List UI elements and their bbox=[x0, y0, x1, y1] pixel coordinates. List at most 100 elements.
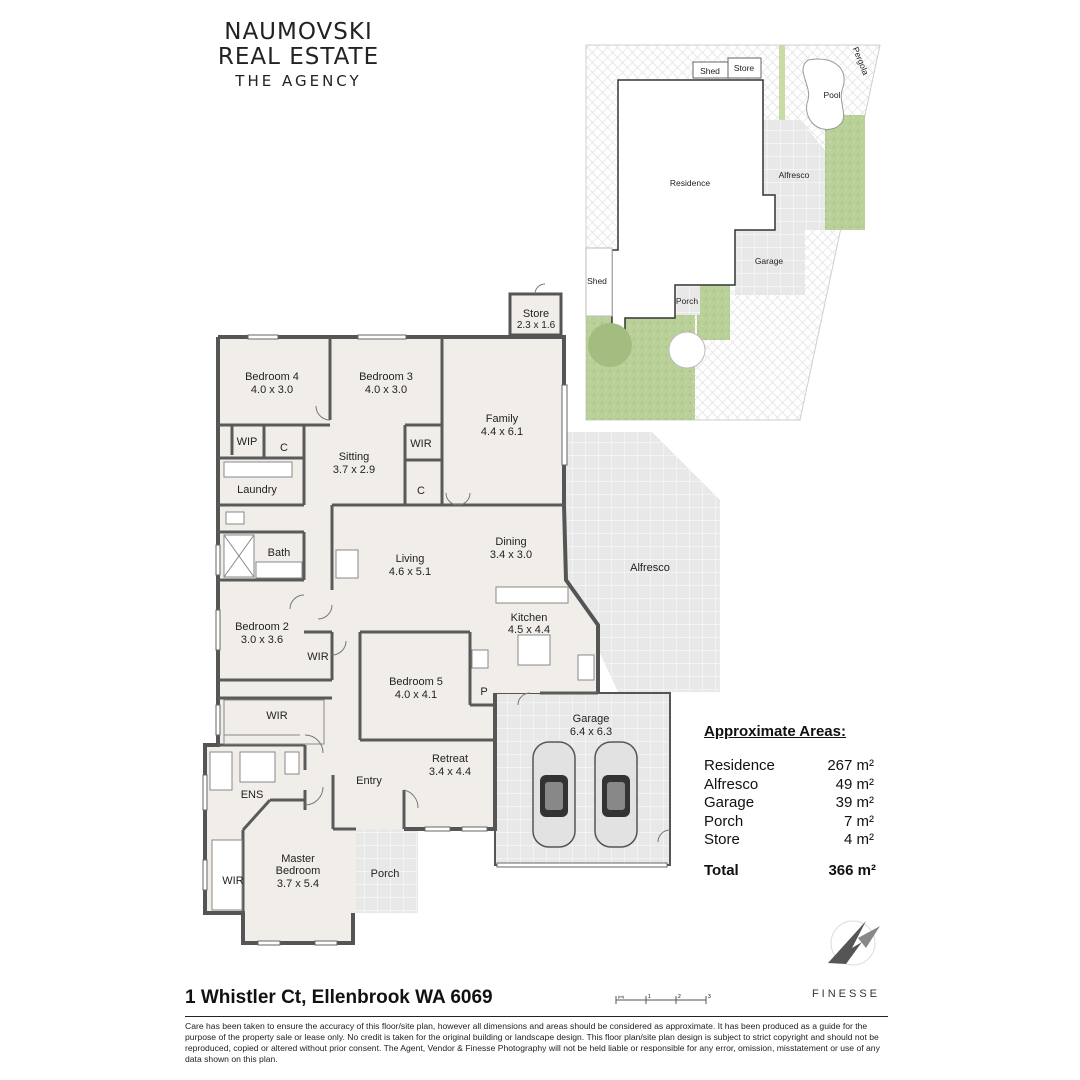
wip-label: WIP bbox=[237, 436, 258, 448]
living-name: Living bbox=[396, 553, 425, 565]
cupboard-label-2: C bbox=[417, 485, 425, 497]
store-dim: 2.3 x 1.6 bbox=[517, 320, 556, 331]
brand-line-1: NAUMOVSKI bbox=[224, 19, 373, 45]
wir-master-label: WIR bbox=[266, 710, 287, 722]
area-label: Store bbox=[704, 831, 740, 848]
alfresco-label: Alfresco bbox=[630, 562, 670, 574]
garden-circle-1 bbox=[588, 323, 632, 367]
door-swings bbox=[289, 283, 671, 843]
wir-shelf bbox=[211, 839, 243, 911]
porch-paving bbox=[356, 829, 418, 913]
pantry-label: P bbox=[480, 686, 487, 698]
site-alfresco-paving bbox=[763, 120, 825, 230]
scale-tick-1: 1 bbox=[648, 994, 651, 1000]
bedroom2-dim: 3.0 x 3.6 bbox=[241, 634, 283, 646]
bedroom3-dim: 4.0 x 3.0 bbox=[365, 384, 407, 396]
living-dim: 4.6 x 5.1 bbox=[389, 566, 431, 578]
bedroom4-name: Bedroom 4 bbox=[245, 371, 299, 383]
toilet bbox=[225, 511, 245, 525]
laundry-label: Laundry bbox=[237, 484, 277, 496]
dining-name: Dining bbox=[495, 536, 526, 548]
site-store bbox=[727, 57, 762, 79]
area-row: Garage 39 m² bbox=[704, 794, 874, 813]
site-label-porch: Porch bbox=[676, 296, 698, 306]
wir-robe bbox=[223, 699, 325, 745]
total-value: 366 m² bbox=[828, 861, 876, 879]
pool-shape bbox=[802, 58, 845, 130]
area-label: Alfresco bbox=[704, 775, 759, 793]
sitting-dim: 3.7 x 2.9 bbox=[333, 464, 375, 476]
total-label: Total bbox=[704, 861, 739, 879]
kitchen-bench-east bbox=[577, 654, 595, 681]
family-dim: 4.4 x 6.1 bbox=[481, 426, 523, 438]
retreat-name: Retreat bbox=[432, 753, 468, 765]
area-total-row: Total 366 m² bbox=[704, 862, 876, 879]
ens-toilet bbox=[284, 751, 300, 775]
garage-name: Garage bbox=[573, 713, 610, 725]
strip-lawn bbox=[779, 45, 785, 120]
finesse-logo-icon bbox=[828, 920, 880, 966]
area-label: Residence bbox=[704, 757, 775, 774]
wir-bedroom2-label: WIR bbox=[307, 651, 328, 663]
master-dim: 3.7 x 5.4 bbox=[277, 878, 319, 890]
ens-bath bbox=[209, 751, 233, 791]
agency-logo: NAUMOVSKI REAL ESTATE bbox=[196, 20, 401, 70]
bedroom5-dim: 4.0 x 4.1 bbox=[395, 689, 437, 701]
site-label-residence: Residence bbox=[670, 178, 710, 188]
area-value: 39 m² bbox=[835, 794, 874, 811]
interior-walls bbox=[218, 337, 598, 913]
dining-dim: 3.4 x 3.0 bbox=[490, 549, 532, 561]
site-label-garage: Garage bbox=[755, 256, 784, 266]
brand-line-3: THE AGENCY bbox=[235, 72, 362, 90]
site-garage-paving bbox=[735, 230, 805, 295]
scale-bar: (m) 1 2 3 bbox=[615, 994, 711, 1004]
site-label-pool: Pool bbox=[823, 90, 840, 100]
wir-small-label: WIR bbox=[222, 875, 243, 887]
scale-unit: (m) bbox=[618, 994, 625, 999]
kitchen-bench-north bbox=[495, 586, 569, 604]
site-label-shed-top: Shed bbox=[700, 66, 720, 76]
ens-shower bbox=[239, 751, 276, 783]
store-room bbox=[508, 292, 563, 337]
area-value: 267 m² bbox=[827, 757, 874, 774]
area-row: Residence 267 m² bbox=[704, 757, 874, 776]
kitchen-dim: 4.5 x 4.4 bbox=[508, 624, 550, 636]
car-icon-right bbox=[594, 741, 638, 848]
bedroom3-name: Bedroom 3 bbox=[359, 371, 413, 383]
kitchen-island bbox=[517, 634, 551, 666]
porch-label: Porch bbox=[371, 868, 400, 880]
area-value: 4 m² bbox=[844, 831, 874, 848]
floor-plan: Store 2.3 x 1.6 Bedroom 4 4.0 x 3.0 Bedr… bbox=[202, 283, 720, 946]
bedroom4-dim: 4.0 x 3.0 bbox=[251, 384, 293, 396]
ens-label: ENS bbox=[241, 789, 264, 801]
garden-circle-2 bbox=[668, 331, 706, 369]
car-icon-left bbox=[532, 741, 576, 848]
site-label-shed-side: Shed bbox=[587, 276, 607, 286]
stair-feature bbox=[335, 549, 359, 579]
exterior-wall-north-east bbox=[218, 335, 600, 693]
kitchen-name: Kitchen bbox=[511, 612, 548, 624]
cooktop bbox=[471, 649, 489, 669]
footer-divider bbox=[185, 1016, 888, 1017]
area-label: Porch bbox=[704, 812, 744, 830]
windows bbox=[202, 334, 668, 946]
store-name: Store bbox=[523, 308, 549, 320]
cupboard-label-1: C bbox=[280, 442, 288, 454]
entry-label: Entry bbox=[356, 775, 382, 787]
photographer-name: FINESSE bbox=[811, 988, 881, 1000]
side-lawn bbox=[825, 115, 865, 230]
wir-bedroom3-label: WIR bbox=[410, 438, 431, 450]
garage-dim: 6.4 x 6.3 bbox=[570, 726, 612, 738]
scale-tick-2: 2 bbox=[678, 994, 681, 1000]
master-name-2: Bedroom bbox=[276, 865, 321, 877]
area-label: Garage bbox=[704, 794, 755, 811]
retreat-dim: 3.4 x 4.4 bbox=[429, 766, 471, 778]
front-lawn-right bbox=[697, 285, 730, 340]
site-label-store: Store bbox=[734, 63, 755, 73]
site-shed-side bbox=[585, 247, 613, 317]
site-porch-paving bbox=[675, 285, 700, 315]
areas-title: Approximate Areas: bbox=[704, 723, 846, 740]
